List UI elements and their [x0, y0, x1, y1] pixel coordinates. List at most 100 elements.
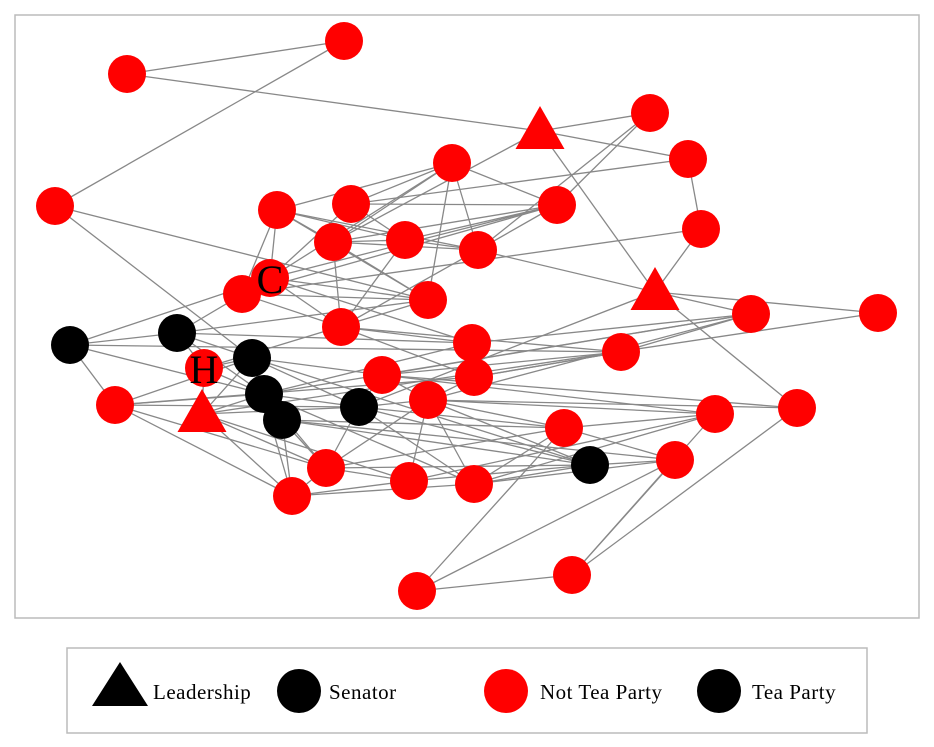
edge-n20-n32 [201, 312, 879, 415]
edge-n2-n4 [126, 73, 541, 132]
edge-n39-n40 [291, 480, 410, 497]
edge-n31-n33 [114, 404, 360, 408]
edge-n36-n43 [563, 427, 676, 461]
node-n19-leadership [630, 267, 680, 310]
node-n11 [258, 191, 296, 229]
node-n1 [325, 22, 363, 60]
edge-n25-n24 [473, 351, 622, 378]
edge-n45-n46 [416, 574, 573, 592]
node-n37-tea-party [263, 401, 301, 439]
node-label-h: H [190, 347, 219, 392]
edge-n27-n31 [114, 357, 253, 406]
legend-leadership-label: Leadership [153, 680, 251, 704]
legend: Leadership Senator Not Tea Party Tea Par… [66, 647, 868, 734]
edge-n37-n42 [281, 419, 591, 466]
legend-senator-circle-icon [277, 669, 321, 713]
edge-n40-n42 [408, 464, 591, 482]
edge-n18-n21 [340, 326, 473, 344]
edge-n31-n39 [114, 404, 293, 497]
edge-n19-n34 [654, 291, 798, 409]
legend-tea-party-circle-icon [697, 669, 741, 713]
node-n16 [251, 259, 289, 297]
edge-n28-n30 [263, 313, 752, 395]
node-n39 [273, 477, 311, 515]
edge-n6-n10 [350, 158, 689, 205]
plot-frame [14, 14, 920, 619]
node-n38 [307, 449, 345, 487]
edge-n4-n19 [539, 130, 656, 293]
edge-n35-n42 [427, 399, 591, 466]
edge-n37-n43 [281, 419, 676, 461]
edge-n33-n42 [358, 406, 591, 466]
node-n6 [669, 140, 707, 178]
node-n46 [398, 572, 436, 610]
edge-n23-n30 [69, 344, 265, 395]
node-n40 [390, 462, 428, 500]
node-n33-tea-party [340, 388, 378, 426]
edge-n16-n17 [269, 277, 429, 301]
edge-n35-n36 [427, 399, 565, 429]
edge-n5-n17 [54, 205, 429, 301]
node-n27-tea-party [233, 339, 271, 377]
node-n13 [314, 223, 352, 261]
node-n35 [409, 381, 447, 419]
edge-n3-n9 [556, 112, 651, 206]
node-n36 [545, 409, 583, 447]
edge-n1-n5 [54, 40, 345, 207]
edge-n14-n18 [340, 249, 479, 328]
edge-n43-n46 [416, 459, 676, 592]
node-n42-tea-party [571, 446, 609, 484]
edge-n11-n14 [276, 209, 479, 251]
edge-n44-n45 [571, 413, 716, 576]
node-n18 [322, 308, 360, 346]
nodes-layer [36, 22, 897, 610]
node-n28 [732, 295, 770, 333]
edge-n8-n11 [276, 162, 453, 211]
edge-n36-n44 [563, 413, 716, 429]
node-n8 [433, 144, 471, 182]
edge-n24-n29 [381, 351, 622, 376]
node-n20 [859, 294, 897, 332]
edge-n19-n20 [654, 291, 879, 314]
edge-n34-n35 [427, 399, 798, 409]
node-labels-layer: C H [190, 257, 284, 392]
edge-n35-n44 [427, 399, 716, 415]
node-n17 [409, 281, 447, 319]
edge-n4-n13 [332, 130, 541, 243]
edge-n21-n28 [471, 313, 752, 344]
node-label-c: C [257, 257, 284, 302]
edge-n9-n13 [332, 204, 558, 243]
node-n4-leadership [515, 106, 565, 149]
edge-n39-n41 [291, 483, 475, 497]
edge-n19-n33 [358, 291, 656, 408]
node-n9 [538, 186, 576, 224]
edge-n3-n14 [477, 112, 651, 251]
edge-n4-n6 [539, 130, 689, 160]
legend-not-tea-party-label: Not Tea Party [540, 680, 662, 704]
node-n7 [682, 210, 720, 248]
edge-n32-n38 [201, 413, 327, 469]
edge-n29-n44 [381, 374, 716, 415]
node-n5 [36, 187, 74, 225]
node-n29 [363, 356, 401, 394]
edge-n46-n36 [416, 427, 565, 592]
edge-n38-n42 [325, 464, 591, 469]
edge-n1-n2 [126, 40, 345, 75]
node-n14 [459, 231, 497, 269]
node-n41 [455, 465, 493, 503]
node-n21 [453, 324, 491, 362]
legend-tea-party-label: Tea Party [752, 680, 836, 704]
legend-senator-label: Senator [329, 680, 397, 704]
edge-n16-n21 [269, 277, 473, 344]
edge-n41-n42 [473, 464, 591, 485]
edge-n32-n40 [201, 413, 410, 482]
node-n2 [108, 55, 146, 93]
edge-n40-n44 [408, 413, 716, 482]
node-n32-leadership [177, 389, 227, 432]
legend-not-tea-party-circle-icon [484, 669, 528, 713]
edge-n27-n29 [251, 357, 383, 376]
edge-n5-n27 [54, 205, 253, 359]
node-n26 [185, 349, 223, 387]
legend-leadership-triangle-icon [92, 662, 148, 706]
node-n22-tea-party [158, 314, 196, 352]
